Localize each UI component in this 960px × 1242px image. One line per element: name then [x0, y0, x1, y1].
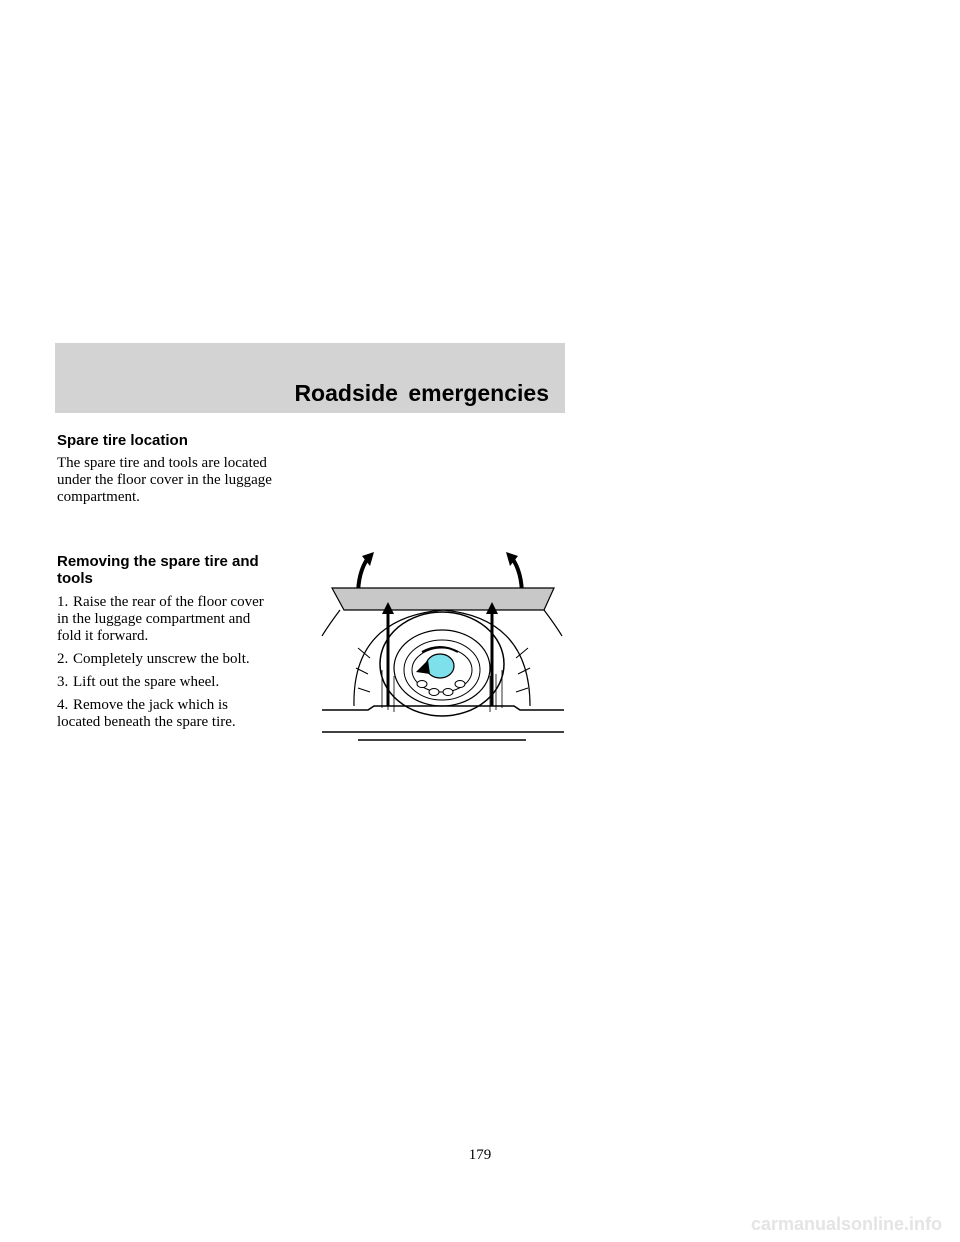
- step-3: 3.Lift out the spare wheel.: [57, 674, 307, 691]
- floor-line: [322, 705, 564, 711]
- arrow-head: [506, 552, 518, 566]
- spare-well: [353, 609, 531, 707]
- text-line: compartment.: [57, 489, 140, 505]
- step-text: Remove the jack which is: [73, 697, 228, 713]
- heading-line: tools: [57, 570, 93, 587]
- section-title: Roadside emergencies: [294, 380, 549, 406]
- step-text: Raise the rear of the floor cover: [73, 594, 264, 610]
- step-text: Lift out the spare wheel.: [73, 674, 220, 690]
- heading-spare-tire-location: Spare tire location: [57, 432, 188, 449]
- step-text: Completely unscrew the bolt.: [73, 651, 250, 667]
- spare-tire-illustration: [321, 552, 564, 741]
- step-2: 2.Completely unscrew the bolt.: [57, 651, 307, 668]
- step-number: 1.: [57, 594, 69, 610]
- text-line: under the floor cover in the luggage: [57, 472, 272, 488]
- arrow-head: [362, 552, 374, 566]
- step-text: fold it forward.: [57, 628, 149, 644]
- step-number: 3.: [57, 674, 69, 690]
- step-1: 1.Raise the rear of the floor cover in t…: [57, 594, 307, 645]
- paragraph-spare-tire-location: The spare tire and tools are located und…: [57, 455, 307, 506]
- step-number: 4.: [57, 697, 69, 713]
- floor-cover: [330, 587, 555, 611]
- heading-removing-spare-tire: Removing the spare tire and tools: [57, 553, 307, 587]
- section-header-bar: Roadside emergencies: [55, 343, 565, 413]
- bolt-arrow: [416, 660, 430, 674]
- text-line: The spare tire and tools are located: [57, 455, 267, 471]
- page-number: 179: [468, 1147, 492, 1163]
- watermark: carmanualsonline.info: [750, 1214, 942, 1234]
- step-text: in the luggage compartment and: [57, 611, 251, 627]
- heading-line: Removing the spare tire and: [57, 553, 259, 570]
- retaining-bolt: [425, 653, 455, 679]
- step-4: 4.Remove the jack which is located benea…: [57, 697, 307, 731]
- step-number: 2.: [57, 651, 69, 667]
- step-text: located beneath the spare tire.: [57, 714, 236, 730]
